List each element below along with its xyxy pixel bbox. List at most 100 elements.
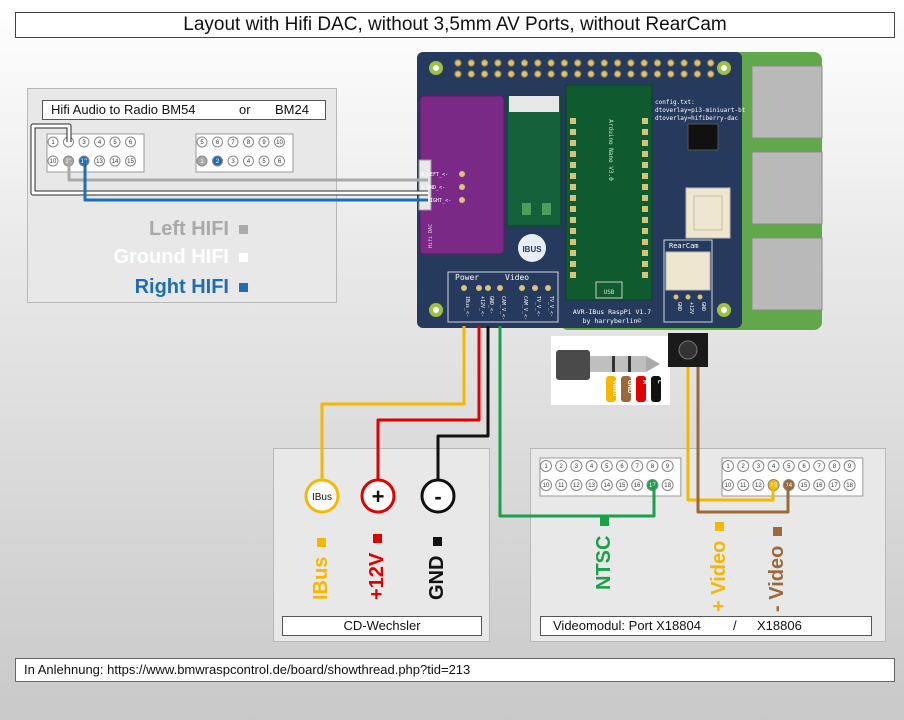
nano-pins — [570, 118, 648, 278]
connector-pin — [540, 479, 552, 491]
cd-connector-symbol: + — [372, 484, 385, 509]
connector-pin-number: 7 — [818, 464, 822, 470]
hifi-caption-bm54: Hifi Audio to Radio BM54 — [51, 102, 196, 117]
nano-pin — [570, 217, 576, 223]
config-line-3: dtoverlay=hifiberry-dac — [655, 115, 738, 122]
header-pin-label: IBus_<- — [464, 296, 470, 317]
connector-pin — [661, 460, 674, 472]
gpio-pin — [507, 59, 515, 67]
header-pin-label: CAM_V_<- — [500, 296, 506, 320]
connector-pin — [631, 479, 644, 491]
nano-pin — [570, 272, 576, 278]
connector-pin — [109, 155, 121, 167]
nano-pin — [570, 118, 576, 124]
connector-pin — [196, 136, 208, 148]
rearcam-pin-label: GND — [676, 302, 682, 311]
gpio-pin — [600, 59, 608, 67]
label-minus-video-swatch — [773, 526, 783, 536]
wire-ground-hifi-core — [31, 124, 428, 195]
gpio-pin — [547, 70, 555, 78]
legend-left-hifi: Left HIFI — [149, 218, 248, 241]
connector-pin — [125, 136, 136, 148]
connector-pin — [798, 460, 810, 472]
dac-pin-label: A_GND_<- — [421, 185, 445, 191]
wire-plus-video — [686, 367, 775, 502]
connector-pin — [616, 479, 628, 491]
header-pin — [497, 285, 503, 291]
config-line-1: config.txt: — [655, 99, 695, 106]
connector-pin-number: 10 — [543, 483, 550, 489]
connector-pin — [813, 479, 826, 491]
nano-pin — [642, 272, 648, 278]
label-gnd: GND — [426, 536, 449, 600]
cd-connector-circle — [304, 478, 340, 514]
ic-chip — [687, 123, 719, 151]
legend-left-hifi-swatch — [239, 225, 248, 235]
jack-tag — [636, 376, 646, 402]
video-caption-sep: / — [733, 618, 737, 633]
connector-pin-number: 1 — [726, 464, 730, 470]
connector-pin — [258, 155, 270, 167]
connector-pin — [585, 460, 598, 472]
connector-pin — [600, 460, 613, 472]
nano-pin — [642, 250, 648, 256]
rearcam-header — [663, 239, 713, 323]
video-caption-x18804: Videomodul: Port X18804 — [553, 618, 701, 633]
gpio-pin — [707, 70, 715, 78]
jack-tag-label: Video — [611, 380, 617, 397]
nano-pin — [642, 195, 648, 201]
connector-pin — [828, 479, 841, 491]
gpio-pin — [507, 70, 515, 78]
gpio-pin — [574, 70, 582, 78]
connector-pin — [555, 479, 568, 491]
nano-pin — [642, 129, 648, 135]
connector-pin-number: 18 — [664, 483, 671, 489]
connector-pin — [631, 460, 644, 472]
connector-pin-number: 4 — [98, 140, 102, 146]
gpio-pin — [454, 70, 462, 78]
jack-tag-label: L — [656, 380, 662, 384]
gpio-pin — [667, 59, 675, 67]
connector-pin-number: 13 — [588, 483, 595, 489]
gpio-pin — [574, 59, 582, 67]
dac-label: Hifi DAC — [428, 224, 434, 248]
connector-pin-number: 10 — [725, 483, 732, 489]
gpio-pin — [680, 59, 688, 67]
gpio-pin — [640, 59, 648, 67]
connector-pin-number: 4 — [247, 159, 251, 165]
gpio-pin — [640, 70, 648, 78]
jack-tag — [606, 376, 616, 402]
connector-pin — [570, 460, 583, 472]
nano-pin — [642, 261, 648, 267]
gpio-pin — [653, 70, 662, 78]
header-pin — [545, 285, 551, 291]
usb-port-1 — [751, 65, 823, 139]
connector-pin-number: 6 — [802, 464, 806, 470]
connector-pin — [196, 155, 208, 167]
connector-pin — [243, 155, 254, 167]
header-pin-label: +12V_<- — [479, 296, 485, 317]
connector-pin-number: 2 — [216, 159, 220, 165]
source-footer: In Anlehnung: https://www.bmwraspcontrol… — [15, 658, 895, 682]
rearcam-label: RearCam — [669, 242, 699, 250]
connector-pin-number: 5 — [113, 140, 117, 146]
nano-pin — [570, 151, 576, 157]
jack-tag — [651, 376, 661, 402]
dac-pins: A_LEFT_<-A_GND_<-A_RIGHT_<- — [421, 171, 465, 204]
legend-right-hifi-label: Right HIFI — [134, 276, 229, 298]
cd-caption: CD-Wechsler — [282, 616, 482, 636]
config-line-2: dtoverlay=pi3-miniuart-bt — [655, 107, 746, 114]
connector-pin — [274, 136, 285, 148]
connector-pin — [47, 155, 59, 167]
connector-pin-number: 7 — [231, 140, 235, 146]
dac-pin — [459, 184, 465, 190]
header-pin-label: TV_V_<- — [535, 296, 541, 317]
jack-tag-label: R — [641, 380, 647, 385]
connector-pin-number: 3 — [757, 464, 761, 470]
jack-plug-body — [556, 350, 590, 380]
connector-pin-number: 18 — [846, 483, 853, 489]
wire-left-hifi — [67, 160, 428, 182]
label-ntsc: NTSC — [593, 516, 616, 590]
